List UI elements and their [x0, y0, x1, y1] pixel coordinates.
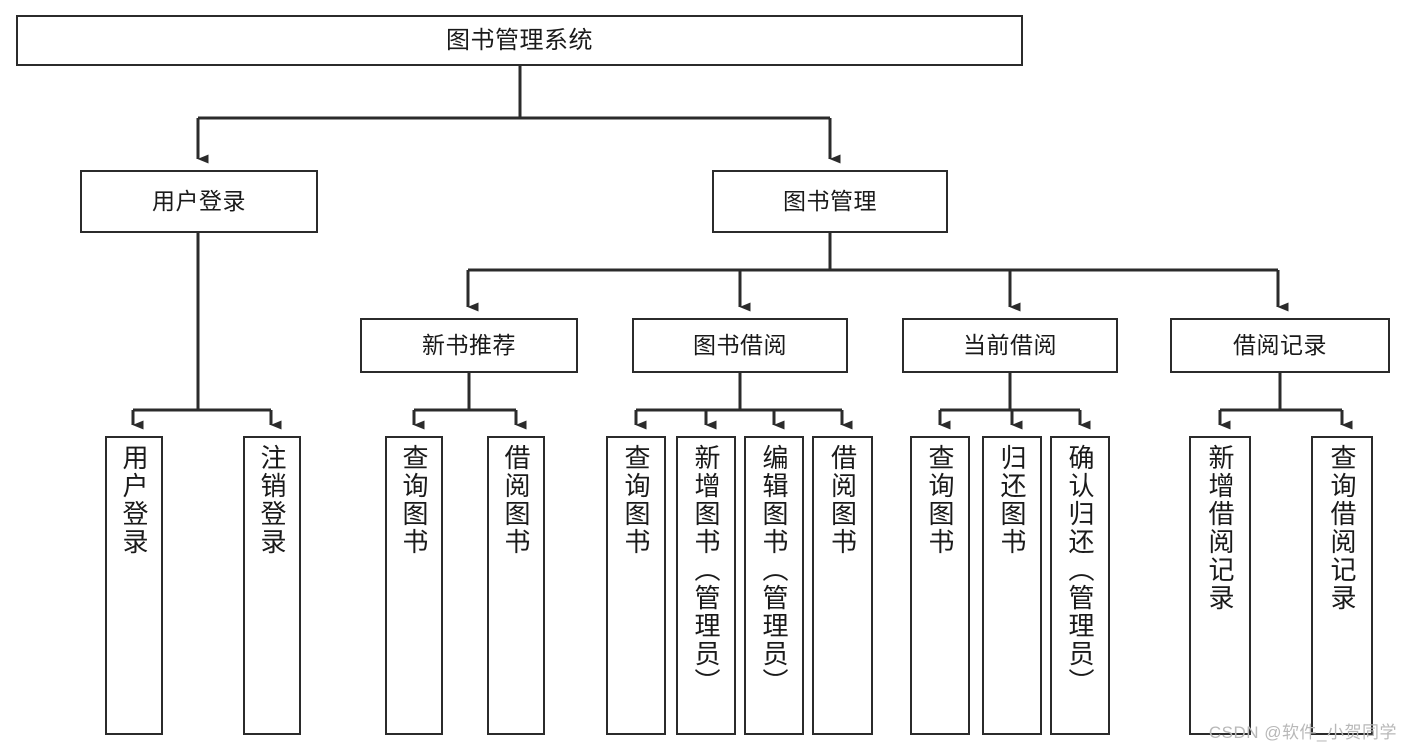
node-leaf-query-book-borrow[interactable]: 查询图书 [606, 436, 666, 735]
node-label: 查询图书 [621, 444, 651, 556]
node-leaf-user-login[interactable]: 用户登录 [105, 436, 163, 735]
node-label: 图书借阅 [693, 332, 787, 359]
node-current-borrow[interactable]: 当前借阅 [902, 318, 1118, 373]
node-leaf-confirm-return-admin[interactable]: 确认归还（管理员） [1050, 436, 1110, 735]
node-leaf-add-book-admin[interactable]: 新增图书（管理员） [676, 436, 736, 735]
node-label: 查询借阅记录 [1327, 444, 1357, 612]
node-label: 编辑图书（管理员） [759, 444, 789, 696]
node-label: 查询图书 [399, 444, 429, 556]
node-leaf-return-book[interactable]: 归还图书 [982, 436, 1042, 735]
node-leaf-add-borrow-record[interactable]: 新增借阅记录 [1189, 436, 1251, 735]
node-label: 查询图书 [925, 444, 955, 556]
node-leaf-query-borrow-record[interactable]: 查询借阅记录 [1311, 436, 1373, 735]
node-label: 用户登录 [119, 444, 149, 556]
node-book-manage[interactable]: 图书管理 [712, 170, 948, 233]
node-label: 确认归还（管理员） [1065, 444, 1095, 696]
node-label: 当前借阅 [963, 332, 1057, 359]
node-label: 图书管理 [783, 188, 877, 215]
node-leaf-borrow-book[interactable]: 借阅图书 [812, 436, 873, 735]
node-label: 注销登录 [257, 444, 287, 556]
node-label: 新书推荐 [422, 332, 516, 359]
node-label: 借阅图书 [501, 444, 531, 556]
node-label: 归还图书 [997, 444, 1027, 556]
node-new-book-recommend[interactable]: 新书推荐 [360, 318, 578, 373]
node-label: 新增借阅记录 [1205, 444, 1235, 612]
node-label: 借阅记录 [1233, 332, 1327, 359]
node-leaf-query-book-current[interactable]: 查询图书 [910, 436, 970, 735]
node-user-login[interactable]: 用户登录 [80, 170, 318, 233]
node-leaf-logout-login[interactable]: 注销登录 [243, 436, 301, 735]
node-label: 新增图书（管理员） [691, 444, 721, 696]
node-label: 图书管理系统 [446, 26, 593, 54]
node-root-system[interactable]: 图书管理系统 [16, 15, 1023, 66]
node-borrow-record[interactable]: 借阅记录 [1170, 318, 1390, 373]
node-book-borrow[interactable]: 图书借阅 [632, 318, 848, 373]
node-label: 借阅图书 [827, 444, 858, 556]
node-leaf-query-book-rec[interactable]: 查询图书 [385, 436, 443, 735]
node-label: 用户登录 [152, 188, 246, 215]
node-leaf-borrow-book-rec[interactable]: 借阅图书 [487, 436, 545, 735]
node-leaf-edit-book-admin[interactable]: 编辑图书（管理员） [744, 436, 804, 735]
